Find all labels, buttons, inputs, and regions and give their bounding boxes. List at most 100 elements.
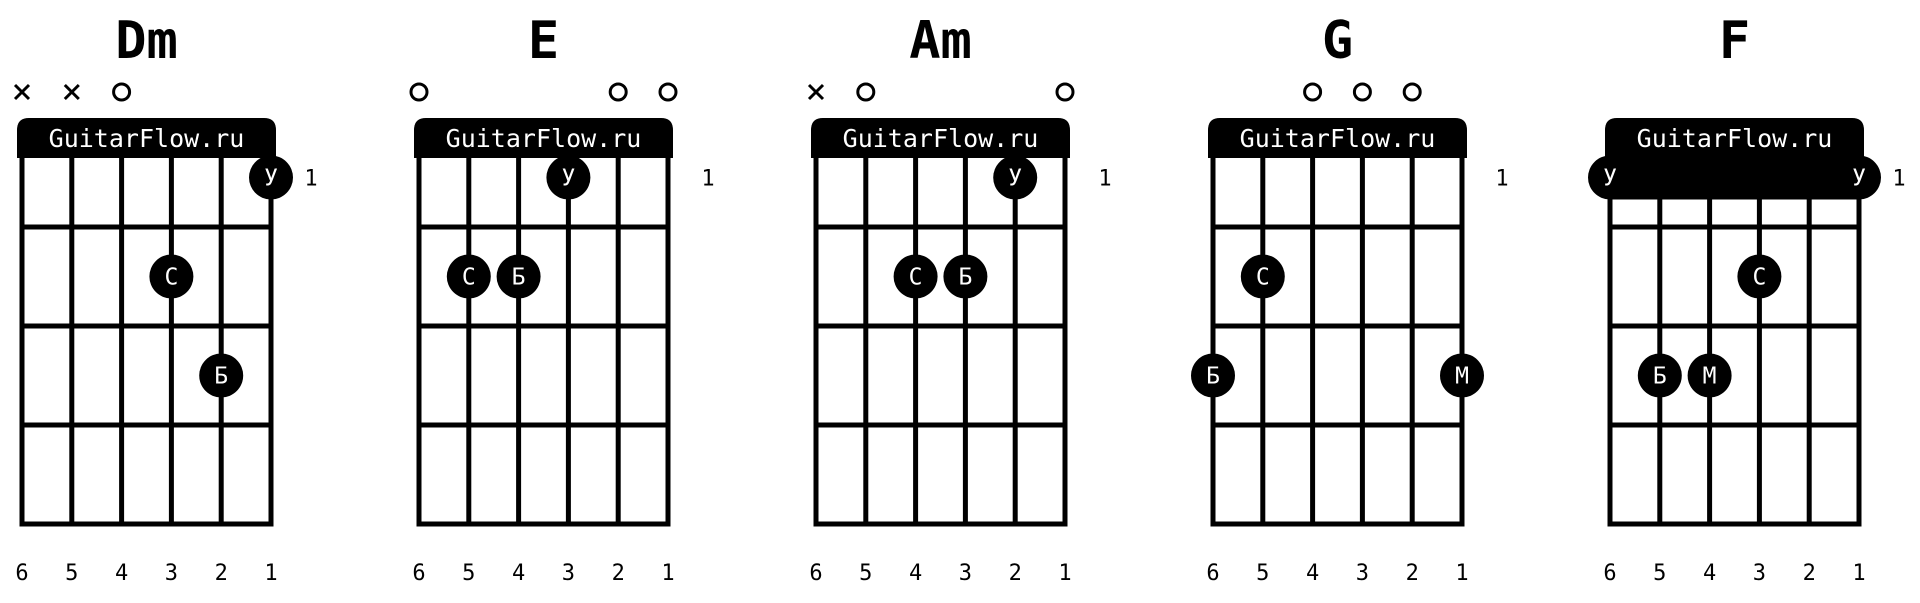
- muted-string-marker: [807, 83, 825, 101]
- finger-label: С: [1752, 265, 1766, 291]
- fret-number-label: 1: [1098, 167, 1111, 192]
- string-number-label: 6: [809, 561, 822, 586]
- string-number-label: 5: [1256, 561, 1269, 586]
- brand-label: GuitarFlow.ru: [446, 124, 642, 153]
- chord-name: F: [1719, 11, 1750, 71]
- open-string-marker: [1402, 82, 1422, 102]
- finger-dot: [943, 254, 988, 299]
- string-number-label: 5: [1653, 561, 1666, 586]
- finger-dot: [1637, 353, 1682, 398]
- finger-dot: [993, 155, 1038, 200]
- finger-label: С: [462, 265, 476, 291]
- chord-name: Am: [909, 11, 972, 71]
- string-number-label: 1: [1058, 561, 1071, 586]
- fretboard-body: [22, 158, 271, 524]
- finger-dot: [249, 155, 293, 200]
- string-number-label: 1: [264, 561, 277, 586]
- brand-label: GuitarFlow.ru: [1637, 124, 1833, 153]
- finger-dot: [1687, 353, 1732, 398]
- muted-stroke: [63, 83, 80, 101]
- string-number-label: 3: [1356, 561, 1369, 586]
- fret-number-label: 1: [1495, 167, 1508, 192]
- open-string-marker: [1055, 82, 1075, 102]
- fretboard-body: [419, 158, 668, 524]
- string-number-label: 5: [859, 561, 872, 586]
- string-number-label: 3: [165, 561, 178, 586]
- string-number-label: 6: [15, 561, 28, 586]
- fretboard-body: [1610, 158, 1859, 524]
- open-string-marker: [1352, 82, 1372, 102]
- open-string-marker: [112, 82, 132, 102]
- fret-number-label: 1: [701, 167, 714, 192]
- fret-number-label: 1: [1892, 167, 1905, 192]
- finger-label: У: [1008, 166, 1022, 192]
- string-number-label: 4: [1306, 561, 1319, 586]
- string-number-label: 4: [909, 561, 922, 586]
- open-string-marker: [409, 82, 429, 102]
- open-string-marker: [658, 82, 678, 102]
- chord-name: Dm: [115, 11, 178, 71]
- finger-label: Б: [1653, 364, 1667, 390]
- string-number-label: 2: [1406, 561, 1419, 586]
- finger-dot: [546, 155, 591, 200]
- barre-finger-label: У: [1852, 166, 1866, 192]
- string-number-label: 3: [1753, 561, 1766, 586]
- muted-stroke: [807, 83, 825, 101]
- string-number-label: 6: [1206, 561, 1219, 586]
- string-number-label: 3: [562, 561, 575, 586]
- finger-dot: [1440, 353, 1484, 398]
- string-number-label: 4: [512, 561, 525, 586]
- finger-dot: [199, 353, 244, 398]
- brand-label: GuitarFlow.ru: [49, 124, 245, 153]
- string-number-label: 4: [1703, 561, 1716, 586]
- brand-label: GuitarFlow.ru: [843, 124, 1039, 153]
- barre-finger-label: У: [1603, 166, 1617, 192]
- finger-dot: [149, 254, 194, 299]
- string-number-label: 1: [1852, 561, 1865, 586]
- muted-string-marker: [63, 83, 80, 101]
- nut-header: [1605, 118, 1864, 158]
- finger-label: Б: [1206, 364, 1220, 390]
- finger-dot: [1240, 254, 1285, 299]
- finger-label: Б: [958, 265, 972, 291]
- finger-dot: [1737, 254, 1782, 299]
- string-number-label: 3: [959, 561, 972, 586]
- string-number-label: 2: [215, 561, 228, 586]
- open-string-marker: [608, 82, 628, 102]
- finger-label: М: [1455, 364, 1469, 390]
- string-number-label: 2: [1803, 561, 1816, 586]
- muted-stroke: [13, 83, 31, 101]
- nut-header: [414, 118, 673, 158]
- string-number-label: 6: [412, 561, 425, 586]
- finger-label: С: [164, 265, 178, 291]
- finger-dot: [496, 254, 541, 299]
- nut-header: [1208, 118, 1467, 158]
- fret-number-label: 1: [304, 167, 317, 192]
- finger-label: У: [264, 166, 278, 192]
- muted-string-marker: [13, 83, 31, 101]
- finger-label: У: [561, 166, 575, 192]
- finger-dot: [446, 254, 491, 299]
- string-number-label: 1: [1455, 561, 1468, 586]
- string-number-label: 2: [1009, 561, 1022, 586]
- finger-label: Б: [512, 265, 526, 291]
- fretboard-body: [816, 158, 1065, 524]
- open-string-marker: [856, 82, 876, 102]
- string-number-label: 1: [661, 561, 674, 586]
- nut-header: [17, 118, 276, 158]
- finger-label: С: [1256, 265, 1270, 291]
- string-number-label: 5: [65, 561, 78, 586]
- chord-name: E: [528, 11, 559, 71]
- barre: [1588, 155, 1881, 200]
- string-number-label: 6: [1603, 561, 1616, 586]
- string-number-label: 5: [462, 561, 475, 586]
- chord-name: G: [1322, 11, 1353, 71]
- finger-label: Б: [214, 364, 228, 390]
- finger-dot: [1191, 353, 1235, 398]
